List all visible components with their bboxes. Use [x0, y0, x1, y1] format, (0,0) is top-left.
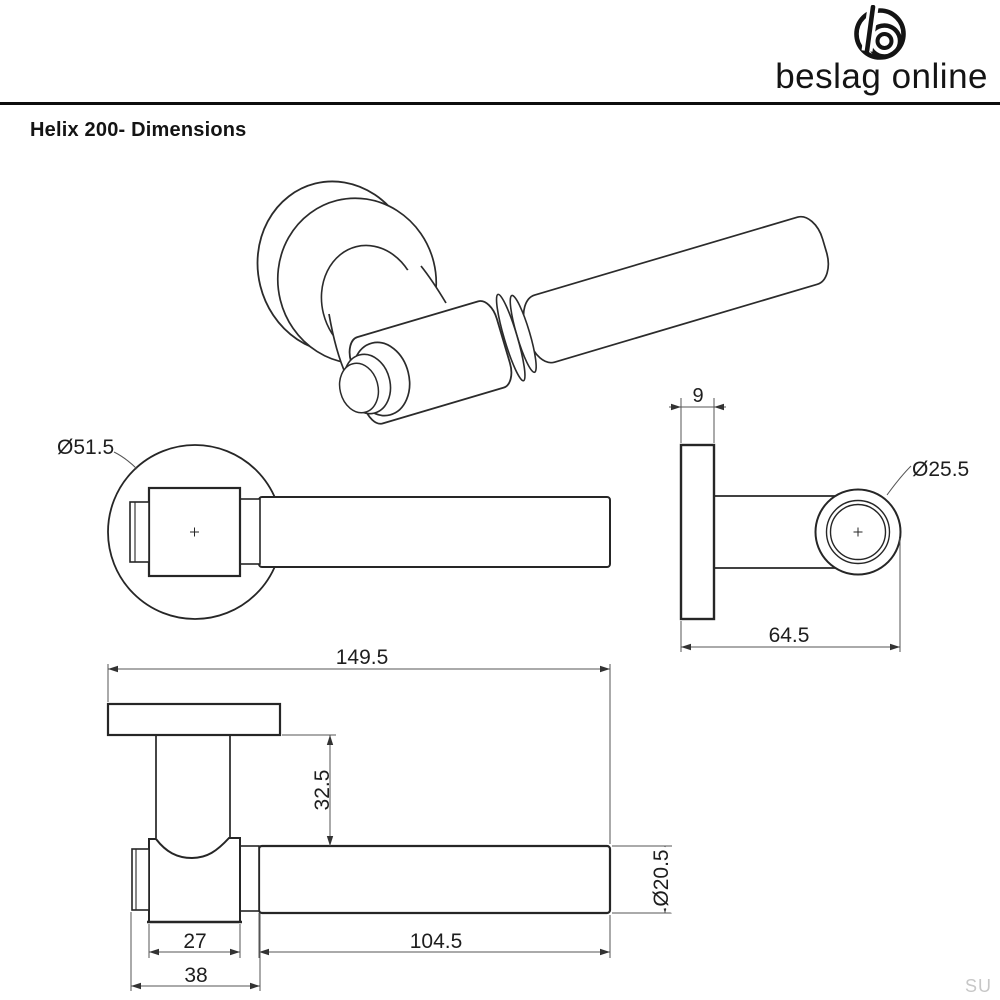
side-leader-line — [886, 465, 912, 496]
dim-neck-offset — [282, 734, 336, 846]
dim-overall-length — [107, 664, 611, 844]
logo-svg — [854, 4, 906, 60]
page-title: Helix 200- Dimensions — [30, 119, 247, 141]
logo-stem — [864, 4, 876, 54]
dim-lever-diameter — [612, 845, 672, 914]
dim-neck-offset-label: 32.5 — [311, 770, 334, 811]
dim-base-width — [130, 912, 261, 991]
front-center-mark — [190, 527, 199, 537]
front-leader-line — [113, 451, 138, 470]
dim-rose-thickness — [669, 398, 726, 443]
dim-lever-length-label: 104.5 — [410, 930, 463, 953]
brand-name: beslag online — [775, 57, 988, 96]
iso-lever — [522, 215, 830, 364]
dim-hub-width — [148, 924, 241, 958]
bottom-view: 149.5 32.5 — [106, 646, 677, 991]
dim-overall-length-label: 149.5 — [336, 646, 389, 669]
front-lever-bar — [258, 496, 611, 568]
iso-cap-inner — [338, 362, 380, 414]
dim-grip-diameter-label: Ø25.5 — [912, 458, 969, 481]
dim-rose-diameter-label: Ø51.5 — [57, 436, 114, 459]
front-end-cap — [129, 501, 150, 563]
dim-lever-length — [258, 913, 611, 958]
beslag-b-logo-icon — [845, 4, 915, 70]
iso-ring-inner — [495, 293, 526, 382]
bottom-hub-block — [148, 837, 241, 922]
dim-lever-diameter-label: Ø20.5 — [650, 849, 673, 906]
side-rose-plate — [679, 443, 716, 621]
bottom-lever-bar — [257, 844, 612, 915]
side-grip-mid-circle — [825, 499, 891, 565]
dim-base-width-label: 38 — [184, 964, 207, 987]
iso-neck-right-edge — [420, 265, 447, 304]
isometric-view — [256, 180, 830, 425]
side-grip-inner-circle — [829, 503, 887, 561]
dim-hub-width-label: 27 — [183, 930, 206, 953]
side-center-mark — [853, 527, 863, 537]
watermark: SU — [964, 976, 992, 996]
front-view: Ø51.5 — [57, 436, 611, 620]
side-view: 9 Ø25.5 64.5 — [669, 385, 969, 652]
bottom-end-cap — [131, 848, 150, 911]
header-divider — [0, 102, 1000, 105]
bottom-step — [239, 845, 260, 912]
logo-bowl-inner — [875, 32, 894, 50]
dim-overall-depth — [680, 538, 901, 652]
bottom-rose-plate — [106, 702, 282, 737]
front-step — [239, 498, 261, 565]
dim-overall-depth-label: 64.5 — [769, 624, 810, 647]
dim-rose-thickness-label: 9 — [692, 385, 703, 407]
